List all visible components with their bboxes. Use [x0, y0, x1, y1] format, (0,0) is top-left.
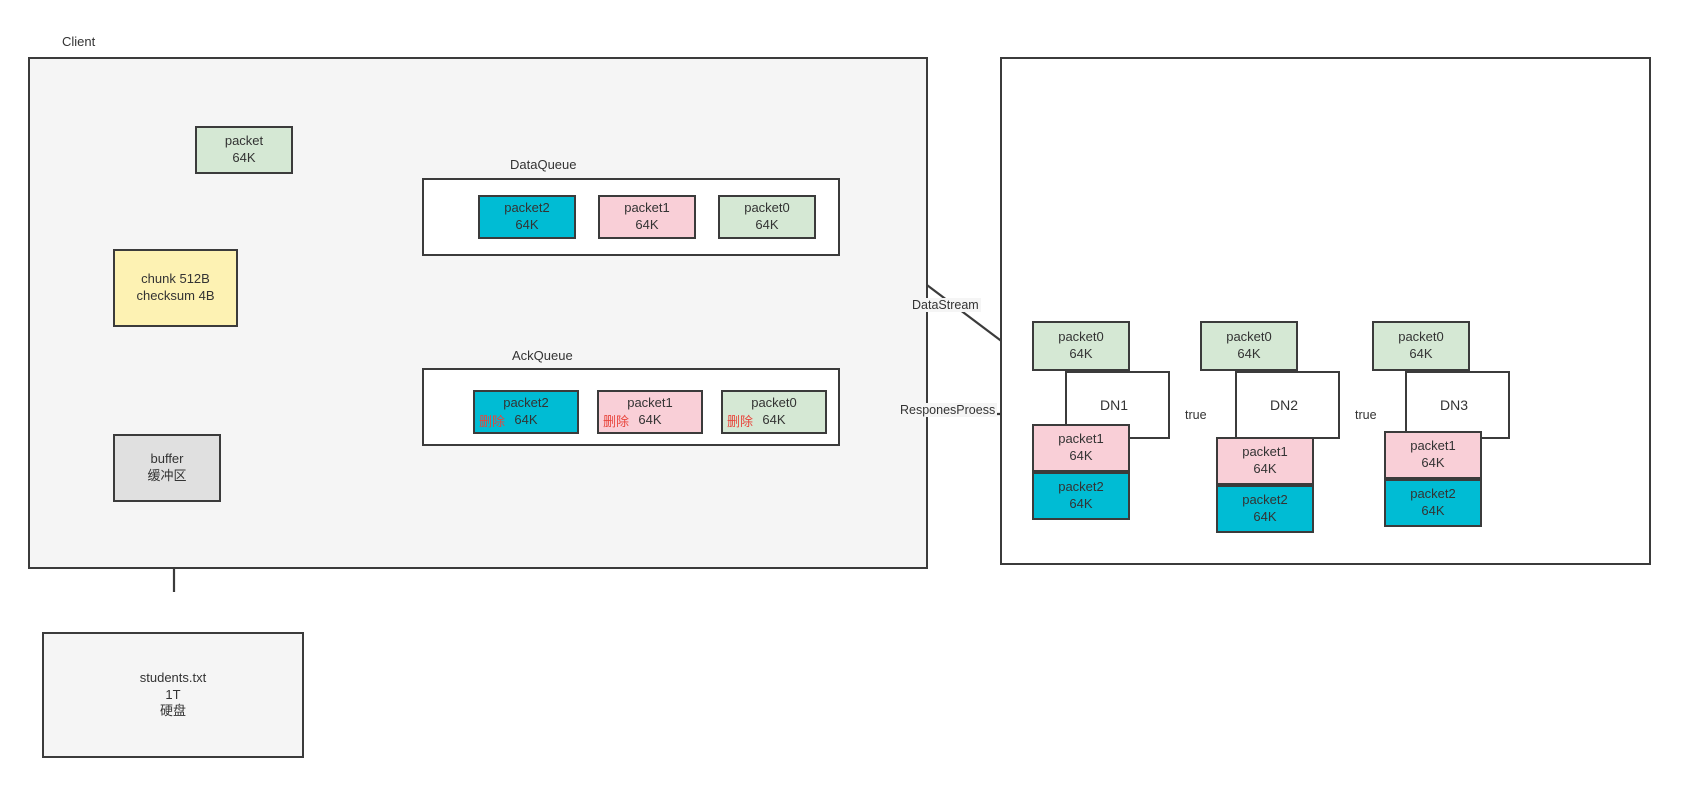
client-packet-tile: packet 64K	[195, 126, 293, 174]
dataqueue-item-packet1: packet1 64K	[598, 195, 696, 239]
dataqueue-item-packet2: packet2 64K	[478, 195, 576, 239]
datanode-dn2-packet1-name: packet1	[1242, 444, 1288, 460]
client-buffer-tile: buffer 缓冲区	[113, 434, 221, 502]
datanode-dn2-packet2-size: 64K	[1253, 509, 1277, 524]
datanode-dn1-label: DN1	[1100, 397, 1129, 413]
datanode-dn1-packet0-size: 64K	[1069, 346, 1093, 361]
datanode-dn3-packet2: packet2 64K	[1384, 479, 1482, 527]
datanode-dn2-packet0-size: 64K	[1237, 346, 1261, 361]
client-packet-name: packet	[224, 133, 264, 149]
dataqueue-title: DataQueue	[510, 157, 577, 172]
client-chunk-tile: chunk 512B checksum 4B	[113, 249, 238, 327]
datanode-dn2-packet2-name: packet2	[1242, 492, 1288, 508]
datanode-dn1-packet2-name: packet2	[1058, 479, 1104, 495]
source-file-size: 1T	[165, 686, 181, 702]
ackqueue-item-packet0-delete-mark: 删除	[727, 414, 754, 430]
datanode-dn1-packet0: packet0 64K	[1032, 321, 1130, 371]
client-buffer-line1: buffer	[150, 451, 184, 467]
dataqueue-item-packet0: packet0 64K	[718, 195, 816, 239]
datastream-label: DataStream	[910, 298, 981, 312]
dataqueue-item-packet0-name: packet0	[744, 200, 790, 216]
ackqueue-item-packet0-name: packet0	[751, 395, 797, 411]
datanode-dn3-packet0-name: packet0	[1398, 329, 1444, 345]
client-buffer-line2: 缓冲区	[147, 468, 187, 483]
datanode-dn3-packet2-name: packet2	[1410, 486, 1456, 502]
ackqueue-item-packet0-size: 64K	[762, 412, 786, 427]
client-chunk-line1: chunk 512B	[141, 271, 210, 287]
ack-edge-label-dn2-dn1: true	[1183, 408, 1209, 422]
datanode-dn2-packet2: packet2 64K	[1216, 485, 1314, 533]
ack-edge-label-dn3-dn2: true	[1353, 408, 1379, 422]
source-file-box: students.txt 1T 硬盘	[42, 632, 304, 758]
datanode-dn1-packet0-name: packet0	[1058, 329, 1104, 345]
ackqueue-item-packet1: packet1 64K 删除	[597, 390, 703, 434]
datanode-dn3-packet0: packet0 64K	[1372, 321, 1470, 371]
datanode-dn2-packet0: packet0 64K	[1200, 321, 1298, 371]
ackqueue-item-packet2-size: 64K	[514, 412, 538, 427]
ackqueue-item-packet1-size: 64K	[638, 412, 662, 427]
datanode-dn1-packet2-size: 64K	[1069, 496, 1093, 511]
dataqueue-item-packet1-name: packet1	[624, 200, 670, 216]
dataqueue-item-packet2-name: packet2	[504, 200, 550, 216]
datanode-dn1-packet1-size: 64K	[1069, 448, 1093, 463]
datanode-dn1-packet1-name: packet1	[1058, 431, 1104, 447]
ackqueue-item-packet2-name: packet2	[503, 395, 549, 411]
datanode-dn2-packet0-name: packet0	[1226, 329, 1272, 345]
dataqueue-item-packet0-size: 64K	[755, 217, 779, 232]
client-chunk-line2: checksum 4B	[136, 288, 215, 303]
datanode-dn1-packet2: packet2 64K	[1032, 472, 1130, 520]
dataqueue-item-packet1-size: 64K	[635, 217, 659, 232]
datanode-dn2-body	[1235, 371, 1340, 439]
datanode-dn3-body	[1405, 371, 1510, 439]
datanode-dn3-label: DN3	[1440, 397, 1469, 413]
ackqueue-item-packet2: packet2 64K 删除	[473, 390, 579, 434]
dataqueue-item-packet2-size: 64K	[515, 217, 539, 232]
datanode-dn1-packet1: packet1 64K	[1032, 424, 1130, 472]
client-panel-title: Client	[62, 34, 96, 49]
datanode-dn2-packet1-size: 64K	[1253, 461, 1277, 476]
datanode-dn3-packet1: packet1 64K	[1384, 431, 1482, 479]
ackqueue-item-packet1-delete-mark: 删除	[603, 414, 630, 430]
datanode-dn3-packet1-name: packet1	[1410, 438, 1456, 454]
datanode-dn3-packet1-size: 64K	[1421, 455, 1445, 470]
datanode-dn3-packet0-size: 64K	[1409, 346, 1433, 361]
datanode-dn3-packet2-size: 64K	[1421, 503, 1445, 518]
datanode-dn2-label: DN2	[1270, 397, 1299, 413]
client-packet-size: 64K	[232, 150, 256, 165]
ackqueue-title: AckQueue	[512, 348, 573, 363]
ackqueue-item-packet1-name: packet1	[627, 395, 673, 411]
ackqueue-item-packet0: packet0 64K 删除	[721, 390, 827, 434]
source-file-medium: 硬盘	[159, 703, 186, 719]
responesproess-label: ResponesProess	[898, 403, 998, 417]
source-file-name: students.txt	[139, 669, 207, 685]
ackqueue-item-packet2-delete-mark: 删除	[479, 414, 506, 430]
datanode-dn2-packet1: packet1 64K	[1216, 437, 1314, 485]
